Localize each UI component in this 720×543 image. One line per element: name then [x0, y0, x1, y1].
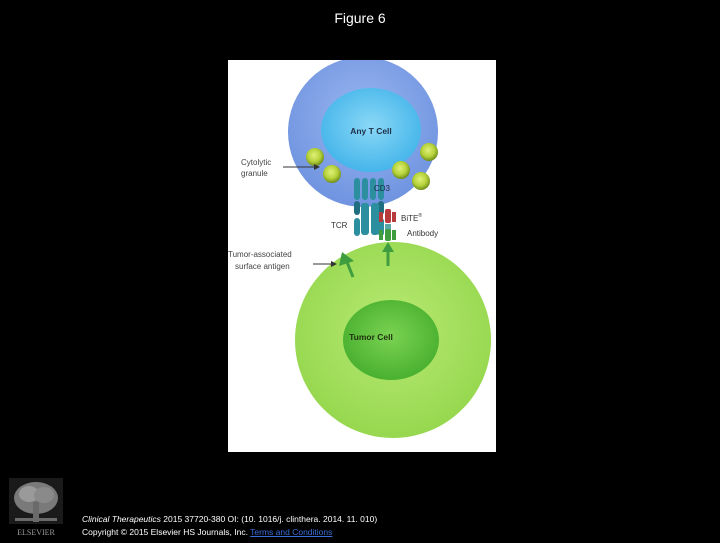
granule: [412, 172, 430, 190]
bite-registered-mark: ®: [418, 212, 422, 219]
terms-link[interactable]: Terms and Conditions: [250, 527, 333, 537]
copyright-line: Copyright © 2015 Elsevier HS Journals, I…: [82, 526, 377, 539]
granule: [420, 143, 438, 161]
bite-label: BiTE®: [401, 212, 422, 223]
tumor-cell-nucleus: [343, 300, 439, 380]
cd3-label: CD3: [374, 184, 391, 193]
bite-antibody: [379, 209, 396, 241]
elsevier-wordmark: ELSEVIER: [17, 528, 55, 537]
bite-mechanism-diagram: Any T Cell Cytolytic granule: [228, 60, 491, 438]
citation-details: 2015 37720-380 OI: (10. 1016/j. clinther…: [160, 514, 378, 524]
diagram-panel: Any T Cell Cytolytic granule: [228, 60, 496, 452]
antigen-label-line2: surface antigen: [235, 262, 290, 271]
bite-label-text: BiTE: [401, 214, 418, 223]
cytolytic-granules: [306, 143, 438, 190]
antigen-arrow: [313, 261, 337, 267]
antibody-label: Antibody: [407, 229, 438, 238]
citation-line: Clinical Therapeutics 2015 37720-380 OI:…: [82, 513, 377, 526]
antigen-label-line1: Tumor-associated: [228, 250, 292, 259]
figure-title: Figure 6: [334, 10, 386, 26]
copyright-text: Copyright © 2015 Elsevier HS Journals, I…: [82, 527, 248, 537]
t-cell-nucleus: [321, 88, 421, 172]
granule: [323, 165, 341, 183]
elsevier-tree-icon: ELSEVIER: [9, 478, 63, 537]
t-cell-label: Any T Cell: [350, 126, 392, 136]
cytolytic-label-line1: Cytolytic: [241, 158, 271, 167]
granule: [306, 148, 324, 166]
tcr-label: TCR: [331, 221, 348, 230]
granule: [392, 161, 410, 179]
journal-name: Clinical Therapeutics: [82, 514, 161, 524]
citation-block: Clinical Therapeutics 2015 37720-380 OI:…: [82, 513, 377, 539]
cytolytic-label-line2: granule: [241, 169, 268, 178]
elsevier-logo: ELSEVIER: [5, 478, 67, 538]
surface-antigen-left: [339, 252, 355, 278]
surface-antigen-bound: [382, 242, 394, 266]
cytolytic-arrow: [283, 164, 320, 170]
tumor-cell-label: Tumor Cell: [349, 332, 393, 342]
